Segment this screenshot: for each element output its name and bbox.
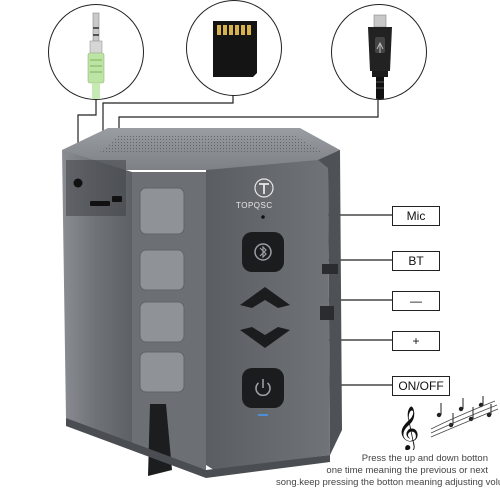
- callout-minus: —: [392, 291, 440, 311]
- micro-usb-icon: [368, 14, 392, 99]
- micro-usb-circle: [331, 4, 427, 100]
- svg-text:𝄞: 𝄞: [397, 406, 419, 450]
- aux-cable-circle: [48, 4, 144, 100]
- note-line-1: Press the up and down botton: [361, 453, 488, 464]
- bluetooth-icon: [254, 243, 272, 261]
- callout-mic: Mic: [392, 206, 440, 226]
- volume-up-button[interactable]: [240, 287, 290, 309]
- volume-down-button[interactable]: [240, 327, 290, 349]
- audio-jack-icon: [87, 12, 105, 99]
- callout-onoff: ON/OFF: [392, 376, 450, 396]
- sd-card-circle: [186, 0, 282, 96]
- power-button[interactable]: [242, 368, 284, 408]
- sd-card-icon: [213, 21, 257, 77]
- note-line-3: song.keep pressing the botton meaning ad…: [276, 477, 500, 488]
- note-line-2: one time meaning the previous or next: [326, 465, 488, 476]
- callout-plus: +: [392, 331, 440, 351]
- power-icon: [255, 379, 271, 397]
- music-notes-icon: 𝄞: [397, 396, 499, 450]
- callout-bt: BT: [392, 251, 440, 271]
- brand-logo-icon: [254, 178, 274, 198]
- bt-button[interactable]: [242, 232, 284, 272]
- brand-name: TOPQSC: [236, 201, 273, 210]
- instruction-note: Press the up and down botton one time me…: [276, 453, 500, 489]
